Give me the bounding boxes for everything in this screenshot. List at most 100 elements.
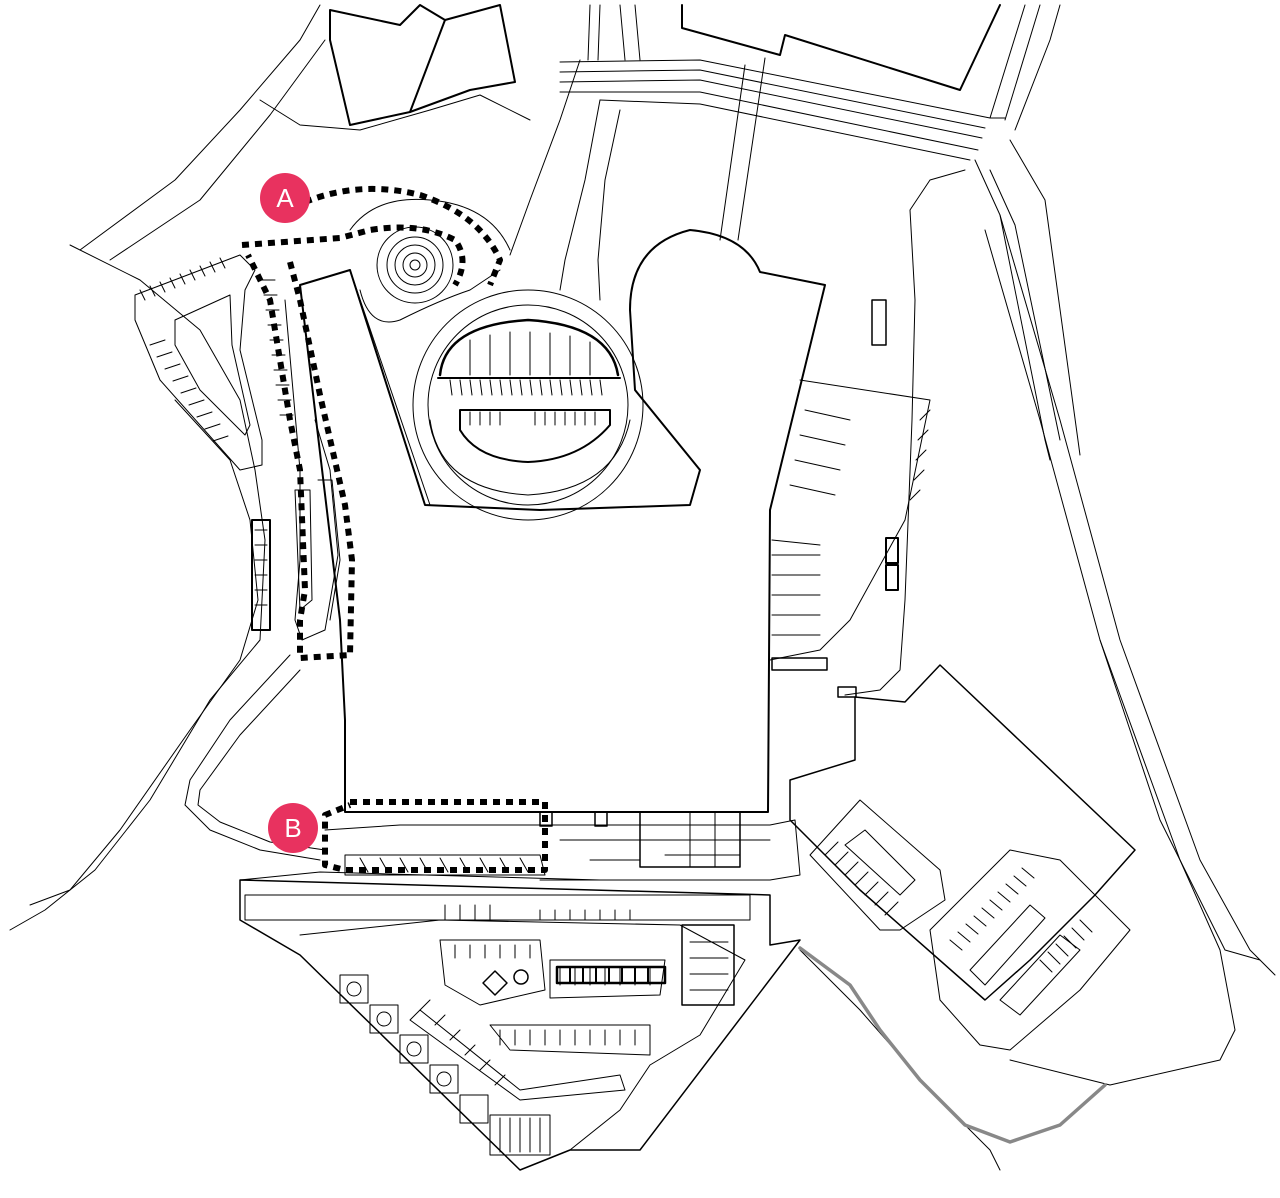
south-stalls-b bbox=[559, 967, 651, 986]
south-parking bbox=[239, 811, 801, 881]
parking-east bbox=[769, 299, 931, 698]
drum-pod-stalls bbox=[469, 411, 596, 426]
east-kiosk-4 bbox=[771, 657, 828, 671]
south-island-stalls bbox=[359, 857, 529, 873]
west-loop-road-2 bbox=[197, 669, 326, 851]
ne-road-2 bbox=[974, 139, 1081, 461]
nw-road-1 bbox=[79, 4, 321, 251]
south-stalls-c bbox=[499, 1029, 636, 1046]
marker-b-label: B bbox=[284, 813, 301, 843]
south-lot-row-3 bbox=[489, 1024, 651, 1056]
east-kiosk-1 bbox=[871, 299, 887, 346]
boundary-a-outer-loop bbox=[303, 185, 503, 287]
drum-stalls-upper bbox=[469, 331, 591, 376]
road-network bbox=[9, 4, 1276, 1086]
planter-2 bbox=[369, 1004, 399, 1034]
drum-upper-arc bbox=[438, 318, 620, 377]
planter-4 bbox=[429, 1064, 459, 1094]
rotunda bbox=[349, 198, 644, 521]
se-lot-1 bbox=[809, 799, 946, 931]
boundary-b-path bbox=[322, 799, 548, 873]
nw-lot-outline bbox=[134, 254, 263, 471]
south-lane bbox=[559, 839, 771, 861]
planter-5 bbox=[459, 1094, 489, 1124]
south-stalls-d bbox=[419, 999, 506, 1086]
south-diamond-sign bbox=[482, 970, 508, 996]
west-road-outer bbox=[9, 244, 266, 931]
north-building-3 bbox=[409, 4, 516, 113]
planter-6 bbox=[489, 1114, 551, 1156]
boulevard-north-edge bbox=[559, 59, 1006, 119]
east-perimeter-road-1 bbox=[844, 169, 966, 696]
spiral-core bbox=[409, 259, 421, 271]
se-lot-1-island bbox=[844, 829, 916, 896]
nw-lot-island bbox=[174, 294, 251, 436]
building-outline bbox=[299, 229, 826, 813]
east-kiosk-5 bbox=[837, 686, 857, 698]
entry-road-3 bbox=[597, 109, 621, 301]
south-access-road bbox=[324, 819, 801, 881]
marker-a-circle bbox=[260, 173, 310, 223]
boundary-a-main bbox=[241, 224, 466, 661]
boundary-a bbox=[241, 185, 503, 661]
planter-tree-2 bbox=[376, 1011, 392, 1027]
grey-path-southeast bbox=[798, 946, 1107, 1144]
east-perimeter-road-3 bbox=[984, 229, 1236, 1086]
west-kiosk-hatch bbox=[254, 529, 268, 606]
se-building-outline bbox=[789, 664, 1136, 1001]
west-road-inner bbox=[29, 399, 259, 906]
nw-road-2 bbox=[109, 39, 326, 261]
south-lot-row-1 bbox=[439, 939, 546, 1006]
south-lot-inner bbox=[299, 919, 746, 1151]
marker-a: A bbox=[260, 173, 310, 223]
marker-b: B bbox=[268, 803, 318, 853]
marker-a-label: A bbox=[276, 183, 294, 213]
east-stalls bbox=[771, 409, 851, 636]
drum-outer bbox=[412, 289, 644, 521]
drum-stalls-lower bbox=[449, 379, 603, 396]
east-stalls-perim bbox=[909, 409, 931, 501]
se-lot-2 bbox=[929, 849, 1131, 1051]
south-kiosk-grid bbox=[555, 965, 667, 985]
drum-inner-pod bbox=[459, 409, 611, 463]
east-kiosk-2 bbox=[885, 537, 899, 564]
parking-northwest bbox=[134, 254, 294, 471]
south-lot-row-4 bbox=[409, 1009, 626, 1101]
se-lot-2-island-1 bbox=[969, 904, 1046, 986]
boulevard-south-edge bbox=[599, 99, 971, 161]
planters-sw bbox=[339, 974, 551, 1156]
plaza-ring-2 bbox=[359, 269, 501, 323]
spiral-outer bbox=[376, 226, 454, 304]
south-access-road-2 bbox=[239, 871, 771, 881]
se-stalls-2 bbox=[824, 841, 899, 916]
entry-road-1 bbox=[509, 59, 581, 256]
spiral-2 bbox=[386, 236, 444, 294]
south-strip-units bbox=[444, 904, 631, 921]
spiral-3 bbox=[394, 244, 436, 286]
east-lot-edge bbox=[769, 379, 931, 661]
drum-inner-ring bbox=[427, 304, 629, 506]
marker-b-circle bbox=[268, 803, 318, 853]
loading-marker-2 bbox=[539, 811, 553, 827]
south-kiosk-grid-div bbox=[569, 966, 649, 984]
nw-stalls-2 bbox=[149, 339, 229, 442]
main-building bbox=[299, 229, 826, 813]
planter-tree-3 bbox=[406, 1041, 422, 1057]
west-drop-off bbox=[251, 299, 341, 641]
boulevard-lane-2 bbox=[559, 79, 983, 139]
north-building-block bbox=[681, 4, 1001, 91]
entry-road-4 bbox=[719, 57, 766, 241]
planter-1 bbox=[339, 974, 369, 1004]
boundary-b bbox=[322, 799, 548, 873]
boulevard-lane-1 bbox=[559, 69, 986, 129]
entry-road-2 bbox=[559, 99, 601, 291]
south-strip-1 bbox=[244, 894, 751, 921]
east-perimeter-road-2 bbox=[999, 214, 1276, 976]
se-stalls bbox=[949, 867, 1093, 973]
dropoff-island bbox=[294, 489, 313, 611]
east-perimeter-road-4 bbox=[1099, 639, 1261, 961]
dropoff-lane-outer bbox=[284, 299, 339, 641]
nw-road-3 bbox=[259, 94, 531, 131]
planter-tree-1 bbox=[346, 981, 362, 997]
